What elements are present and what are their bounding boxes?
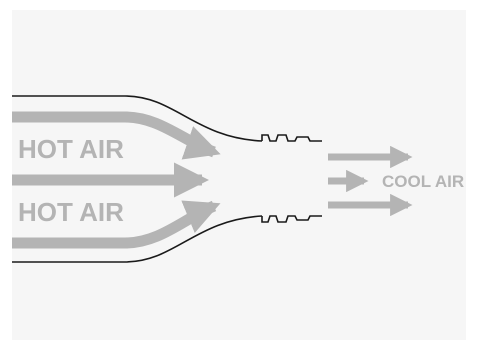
bottle-neck-top bbox=[261, 134, 322, 142]
bottle-outline-bottom bbox=[12, 215, 263, 263]
hot-air-label-bottom: HOT AIR bbox=[18, 197, 124, 227]
hot-air-arrow-top bbox=[12, 111, 221, 160]
bottle-outline-top bbox=[12, 95, 263, 142]
hot-air-arrow-bottom bbox=[12, 200, 221, 249]
bottle-neck-bottom bbox=[261, 215, 322, 223]
hot-air-label-top: HOT AIR bbox=[18, 134, 124, 164]
cool-air-label: COOL AIR bbox=[382, 172, 464, 191]
